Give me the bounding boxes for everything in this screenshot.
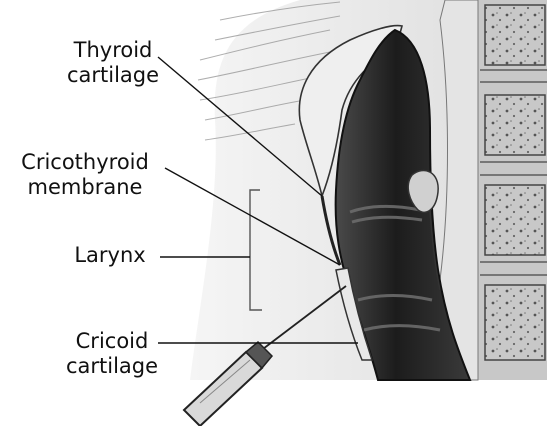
- label-cricothyroid-line1: Cricothyroid: [2, 150, 168, 175]
- label-thyroid-line1: Thyroid: [58, 38, 168, 63]
- label-thyroid-cartilage: Thyroid cartilage: [58, 38, 168, 88]
- label-cricoid-line2: cartilage: [62, 354, 162, 379]
- label-cricoid-line1: Cricoid: [62, 329, 162, 354]
- label-thyroid-line2: cartilage: [58, 63, 168, 88]
- label-cricothyroid-line2: membrane: [2, 175, 168, 200]
- cervical-vertebrae: [478, 0, 547, 380]
- label-cricothyroid-membrane: Cricothyroid membrane: [2, 150, 168, 200]
- label-larynx: Larynx: [60, 243, 160, 268]
- label-cricoid-cartilage: Cricoid cartilage: [62, 329, 162, 379]
- label-larynx-line1: Larynx: [60, 243, 160, 268]
